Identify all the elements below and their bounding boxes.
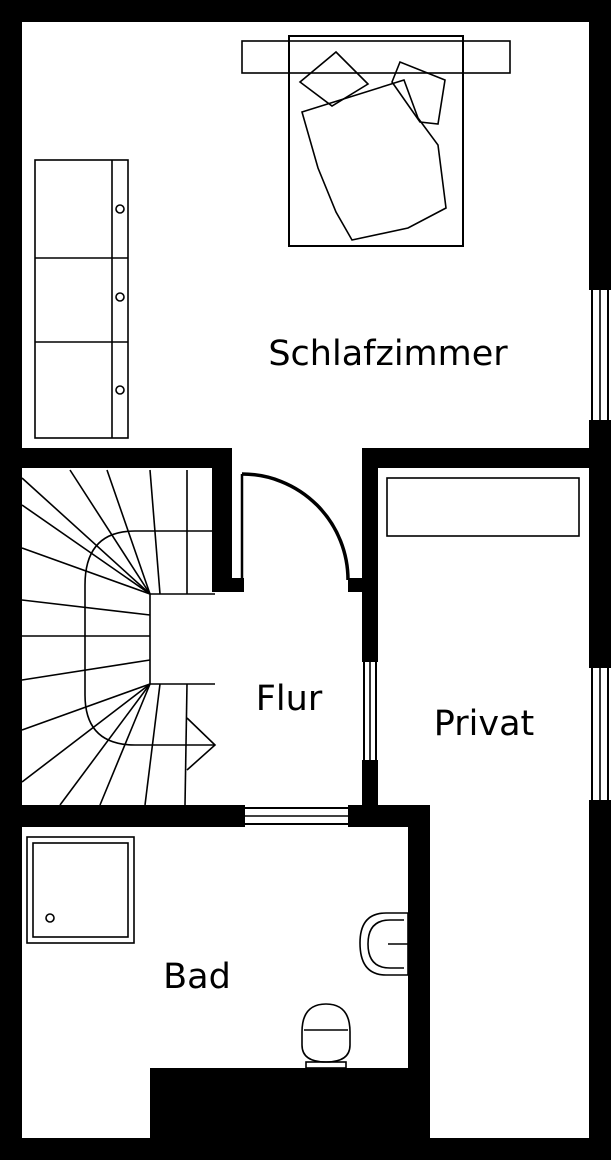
bed (241, 35, 511, 247)
washbasin (359, 912, 409, 976)
room-label-privat: Privat (434, 704, 535, 744)
staircase (21, 469, 217, 806)
door-flur-schlafzimmer (240, 472, 350, 581)
toilet (301, 1003, 351, 1069)
window-privat (589, 668, 611, 800)
room-label-bad: Bad (163, 957, 231, 997)
window-bad (245, 807, 348, 825)
shelf-privat (386, 477, 580, 537)
wardrobe (34, 159, 129, 439)
shower (26, 836, 135, 944)
room-label-flur: Flur (256, 679, 323, 719)
window-flur (362, 662, 378, 760)
room-label-schlafzimmer: Schlafzimmer (268, 334, 508, 374)
interior-walls (0, 448, 611, 827)
window-schlafzimmer (589, 290, 611, 420)
